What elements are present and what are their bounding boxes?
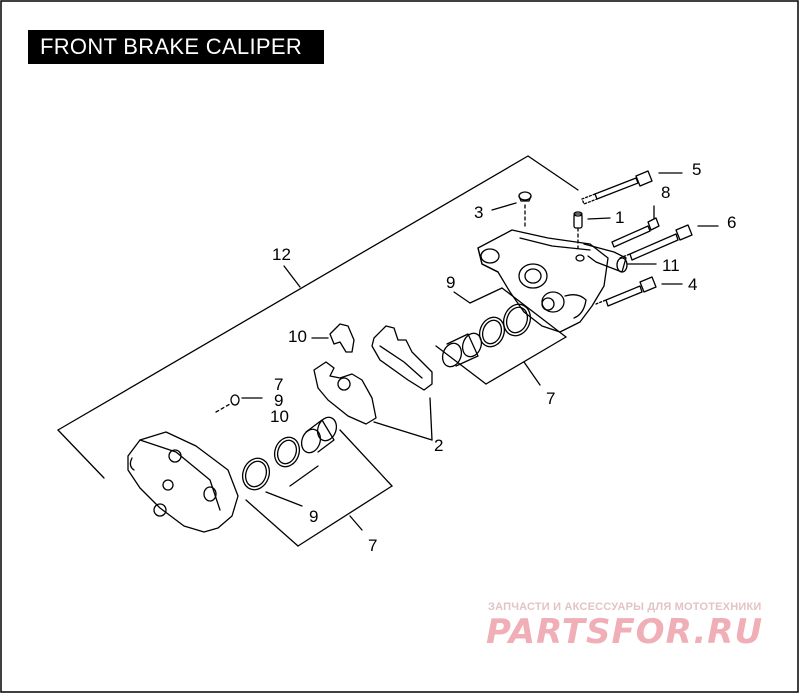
page-title: FRONT BRAKE CALIPER <box>40 34 303 59</box>
seal-kit-right <box>435 287 567 386</box>
callout-1: 1 <box>615 208 625 227</box>
part-3-bleeder-cap <box>491 191 532 229</box>
part-10-pad-clip <box>311 323 355 353</box>
callout-5: 5 <box>692 160 702 179</box>
part-11-sleeve <box>583 243 657 273</box>
callout-2: 2 <box>434 436 444 455</box>
callout-10-bottom: 10 <box>270 407 289 426</box>
callout-9-right: 9 <box>446 273 456 292</box>
watermark-subtitle: ЗАПЧАСТИ И АКСЕССУАРЫ ДЛЯ МОТОТЕХНИКИ <box>488 601 762 613</box>
callout-11: 11 <box>662 256 680 275</box>
callout-7-left-bottom: 7 <box>368 536 378 555</box>
callout-4: 4 <box>688 275 698 294</box>
callout-7-right: 7 <box>546 389 556 408</box>
part-7-9-left-bleeder <box>215 394 263 413</box>
part-1-bleeder-valve <box>573 211 611 249</box>
part-8-pin <box>611 205 660 248</box>
caliper-inner-half <box>477 229 609 333</box>
caliper-outer-half <box>127 431 239 533</box>
part-2-brake-pads <box>313 325 433 441</box>
seal-kit-left <box>241 416 393 547</box>
callout-10-top: 10 <box>288 327 307 346</box>
callout-3: 3 <box>474 203 484 222</box>
callout-7-left-top: 7 <box>274 375 284 394</box>
callout-9-left-bottom: 9 <box>309 507 319 526</box>
watermark-logo: PARTSFOR.RU <box>486 612 764 652</box>
callout-12: 12 <box>272 245 291 264</box>
title-banner <box>28 30 324 64</box>
group-bracket-12 <box>57 155 579 479</box>
part-6-bolt <box>619 224 719 261</box>
callout-9-left-top: 9 <box>274 391 284 410</box>
callout-8: 8 <box>661 183 671 202</box>
callout-6: 6 <box>727 213 737 232</box>
part-5-bolt <box>581 170 683 205</box>
part-4-bolt <box>595 276 683 307</box>
